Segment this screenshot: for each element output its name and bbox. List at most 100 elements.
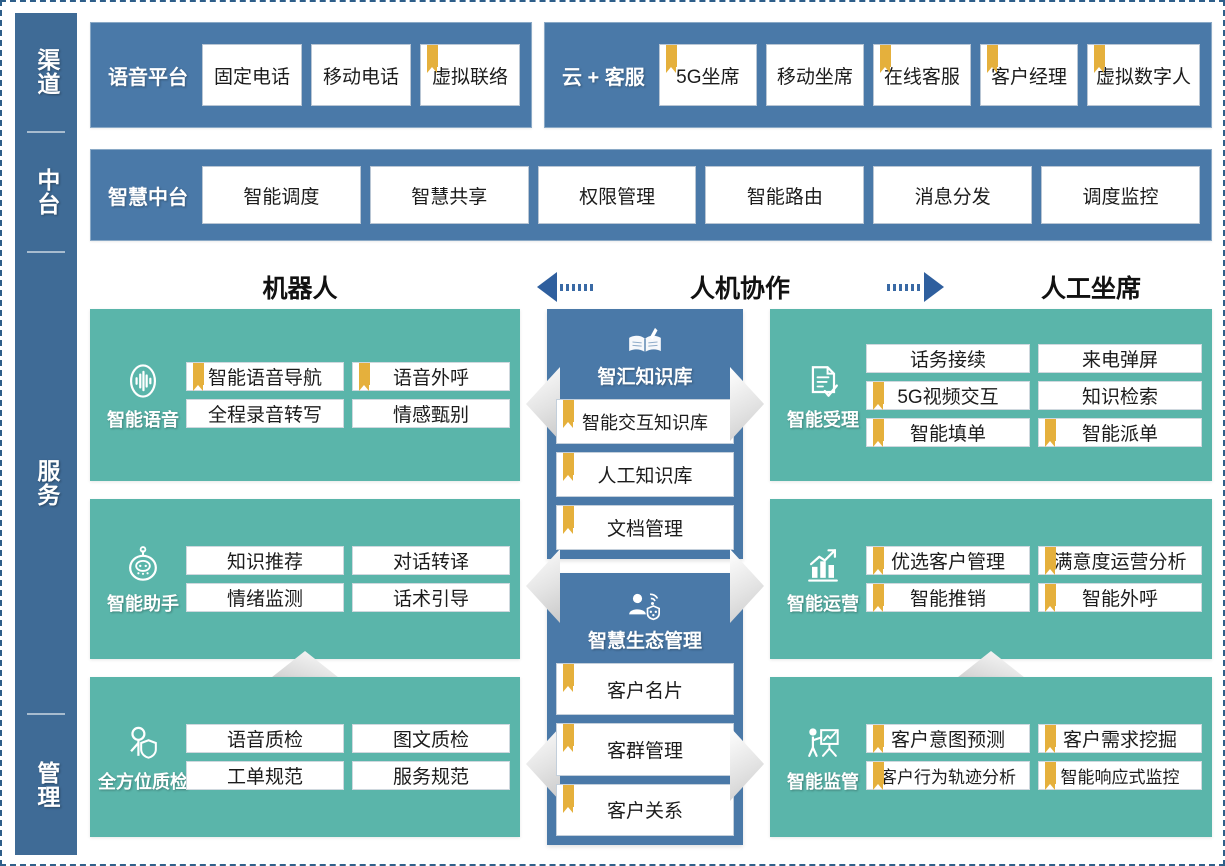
voice-platform-items: 固定电话 移动电话 虚拟联络 [202,44,520,106]
capability-item[interactable]: 知识推荐 [186,546,344,575]
chevron-left-icon [526,549,560,623]
capability-item[interactable]: 语音外呼 [352,362,510,391]
channel-item[interactable]: 虚拟联络 [420,44,520,106]
open-book-pen-icon [629,327,661,352]
capability-item[interactable]: 图文质检 [352,724,510,753]
chevron-left-icon [526,367,560,441]
ecosystem-item[interactable]: 客户名片 [556,663,734,716]
capability-item[interactable]: 话术引导 [352,583,510,612]
panel-gap [770,659,1212,677]
capability-item-label: 智能语音导航 [207,368,322,389]
rail-label-channel: 渠道 [33,48,60,96]
capability-item[interactable]: 智能派单 [1038,417,1202,447]
knowledge-item[interactable]: 人工知识库 [556,452,734,497]
channel-item[interactable]: 虚拟数字人 [1086,44,1200,106]
capability-item[interactable]: 工单规范 [186,761,344,790]
bookmark-ribbon-icon [427,45,438,73]
ecosystem-item[interactable]: 客群管理 [556,723,734,776]
arrow-left-group [510,272,620,302]
collaboration-column: 智汇知识库 智能交互知识库 人工知识库 文档管理 [520,309,770,855]
capability-item[interactable]: 智能语音导航 [186,362,344,391]
rail-label-manage: 管理 [33,761,60,809]
ecosystem-item[interactable]: 客户关系 [556,783,734,836]
capability-item-label: 满意度运营分析 [1053,552,1187,573]
capability-item[interactable]: 智能填单 [866,417,1030,447]
capability-item-label: 图文质检 [392,730,469,751]
knowledge-item[interactable]: 文档管理 [556,505,734,550]
bookmark-ribbon-icon [563,506,574,534]
capability-item[interactable]: 客户需求挖掘 [1038,724,1202,753]
capability-item-label: 工单规范 [226,767,303,788]
agent-column: 智能受理 话务接续 来电弹屏 5G视频交互 知识检索 智能填单 [770,309,1212,855]
platform-item-label: 消息分发 [914,186,991,208]
channel-item[interactable]: 在线客服 [872,44,971,106]
capability-item[interactable]: 服务规范 [352,761,510,790]
capability-item[interactable]: 语音质检 [186,724,344,753]
capability-item[interactable]: 智能外呼 [1038,583,1202,612]
channel-item[interactable]: 移动电话 [311,44,411,106]
capability-item[interactable]: 全程录音转写 [186,399,344,428]
panel-knowledge-base: 智汇知识库 智能交互知识库 人工知识库 文档管理 [547,309,743,559]
channel-item[interactable]: 移动坐席 [765,44,864,106]
capability-item[interactable]: 客户行为轨迹分析 [866,761,1030,790]
rail-label-platform: 中台 [33,168,60,216]
capability-item[interactable]: 优选客户管理 [866,546,1030,575]
channel-item[interactable]: 固定电话 [202,44,302,106]
platform-item[interactable]: 智能路由 [705,166,865,224]
capability-item[interactable]: 知识检索 [1038,380,1202,410]
chevron-right-icon [730,727,764,801]
capability-item[interactable]: 满意度运营分析 [1038,546,1202,575]
voice-wave-icon [129,363,157,398]
dashed-line-left [559,283,594,291]
capability-item[interactable]: 智能响应式监控 [1038,761,1202,790]
robot-head-icon [129,545,157,581]
capability-item[interactable]: 5G视频交互 [866,380,1030,410]
panel-smart-ecosystem-management: 智慧生态管理 客户名片 客群管理 客户关系 [547,573,743,845]
arrow-left-icon [536,272,557,302]
platform-item[interactable]: 消息分发 [873,166,1033,224]
panel-identity: 智能语音 [100,359,186,432]
channel-item[interactable]: 客户经理 [979,44,1078,106]
panel-identity: 智能监管 [780,721,866,794]
capability-item[interactable]: 情感甄别 [352,399,510,428]
panel-items: 客户名片 客群管理 客户关系 [556,663,734,836]
platform-item-label: 智慧共享 [411,186,488,208]
panel-header: 智慧生态管理 [556,582,734,663]
person-network-icon [629,593,660,621]
channel-item[interactable]: 5G坐席 [658,44,757,106]
capability-item[interactable]: 情绪监测 [186,583,344,612]
layer-rail: 渠道 中台 服务 管理 [15,13,77,855]
voice-platform-band: 语音平台 固定电话 移动电话 虚拟联络 [90,22,532,128]
platform-item[interactable]: 权限管理 [537,166,697,224]
platform-item[interactable]: 智能调度 [202,166,361,224]
chevron-right-icon [730,549,764,623]
capability-item[interactable]: 智能推销 [866,583,1030,612]
cloud-service-band: 云 + 客服 5G坐席 移动坐席 在线客服 [544,22,1212,128]
capability-item-label: 智能外呼 [1081,589,1158,610]
capability-item[interactable]: 对话转译 [352,546,510,575]
capability-item[interactable]: 来电弹屏 [1038,343,1202,373]
panel-intelligent-operation: 智能运营 优选客户管理 满意度运营分析 智能推销 [770,499,1212,659]
knowledge-item-label: 人工知识库 [597,466,693,487]
channel-item-label: 虚拟联络 [431,66,508,88]
chevron-right-icon [730,367,764,441]
capability-item[interactable]: 客户意图预测 [866,724,1030,753]
channel-item-label: 5G坐席 [676,66,740,88]
ecosystem-item-label: 客户名片 [606,680,683,702]
rail-separator-2 [27,251,65,253]
section-title-agent: 人工坐席 [1040,275,1141,303]
channel-item-label: 虚拟数字人 [1095,66,1191,88]
platform-item-label: 智能路由 [746,186,823,208]
capability-item-label: 服务规范 [392,767,469,788]
arrow-right-group [860,272,970,302]
capability-item[interactable]: 话务接续 [866,343,1030,373]
section-title-robot: 机器人 [262,275,338,303]
platform-item[interactable]: 调度监控 [1041,166,1200,224]
presenter-board-icon [808,727,839,757]
capability-item-label: 客户需求挖掘 [1062,730,1177,751]
rail-separator-1 [27,131,65,133]
capability-item-label: 智能派单 [1081,423,1158,445]
knowledge-item[interactable]: 智能交互知识库 [556,399,734,444]
platform-item[interactable]: 智慧共享 [369,166,529,224]
bar-chart-up-icon [808,548,838,582]
